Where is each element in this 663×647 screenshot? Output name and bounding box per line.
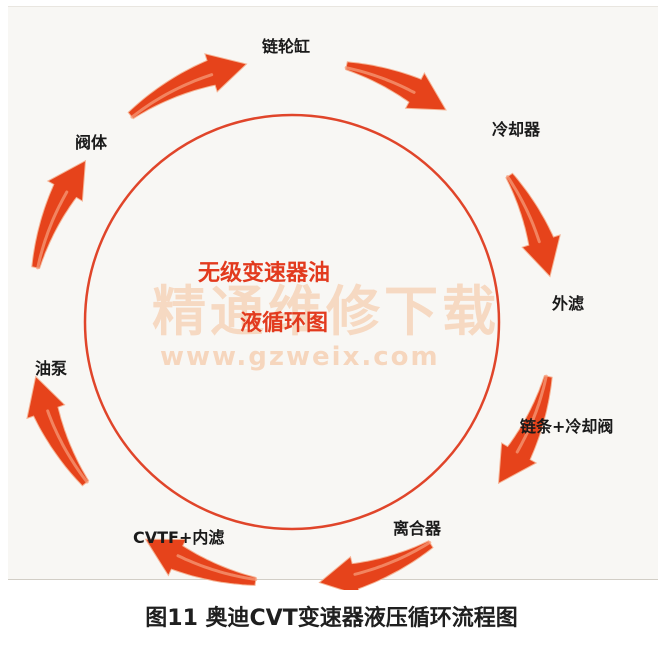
- flow-arrow-highlight: [353, 541, 432, 576]
- flow-arrow: [26, 375, 90, 487]
- flow-arrow: [318, 540, 434, 590]
- flow-arrows: [26, 53, 561, 590]
- flow-arrow-highlight: [506, 175, 541, 244]
- node-clutch: 离合器: [393, 519, 442, 538]
- hydraulic-cycle-diagram: 精通维修下载 www.gzweix.com 无级变速器油 液循环图 链轮缸 冷却…: [26, 37, 613, 590]
- flow-arrow-highlight: [515, 374, 548, 454]
- center-title-line2: 液循环图: [240, 310, 328, 336]
- node-external-filter: 外滤: [551, 294, 584, 313]
- watermark-text: 精通维修下载: [152, 280, 500, 343]
- flow-arrow-highlight: [344, 66, 416, 94]
- flow-arrow-highlight: [130, 73, 214, 119]
- node-cooler: 冷却器: [492, 120, 541, 139]
- watermark-url: www.gzweix.com: [160, 342, 440, 372]
- flow-arrow: [345, 61, 447, 111]
- figure-caption: 图11 奥迪CVT变速器液压循环流程图: [145, 606, 518, 631]
- node-cvtf-internal-filter: CVTF+内滤: [133, 528, 224, 547]
- center-title-line1: 无级变速器油: [198, 260, 330, 286]
- flow-arrow-highlight: [176, 554, 258, 581]
- flow-arrow-highlight: [36, 190, 69, 270]
- cycle-circle: [83, 113, 501, 531]
- node-chain-cooling-valve: 链条+冷却阀: [520, 417, 613, 436]
- node-oil-pump: 油泵: [35, 359, 67, 378]
- flow-arrow: [31, 159, 87, 269]
- node-valve-body: 阀体: [75, 133, 108, 152]
- node-chain-wheel-cylinder: 链轮缸: [262, 37, 310, 56]
- flow-arrow: [127, 53, 248, 120]
- diagram-panel: [8, 6, 658, 580]
- flow-arrow-highlight: [46, 409, 89, 484]
